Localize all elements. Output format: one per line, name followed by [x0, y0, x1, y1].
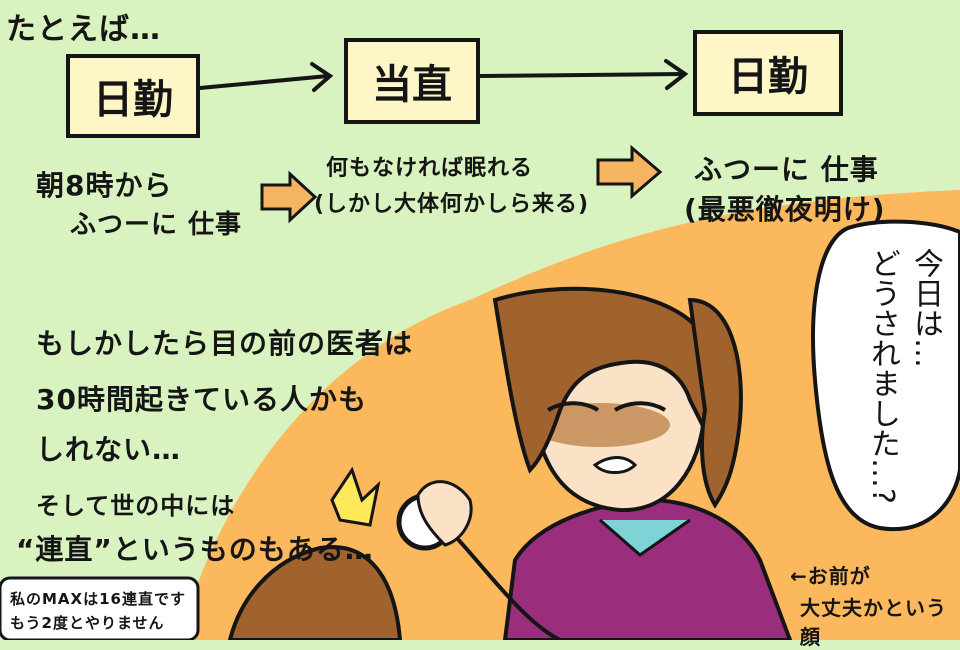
- ponytail: [687, 297, 743, 509]
- note-line1: 私のMAXは16連直です: [10, 590, 186, 608]
- dark-circles: [530, 403, 670, 447]
- bottom-line1: そして世の中には: [36, 492, 236, 520]
- arrow-2: [478, 59, 689, 90]
- side-note-line2: 大丈夫かという顔: [800, 596, 947, 649]
- right-eye: [613, 401, 667, 412]
- speech-col-1: 今日は…: [908, 248, 943, 368]
- doctor-collar: [599, 518, 691, 557]
- patient-hair: [227, 544, 403, 640]
- schedule-box-night-duty: 当直: [344, 38, 480, 124]
- middle-line1: もしかしたら目の前の医者は: [36, 327, 414, 360]
- doctor-hand: [416, 480, 473, 547]
- schedule-box-day-shift-2: 日勤: [693, 30, 843, 116]
- left-eye: [546, 401, 600, 412]
- side-note-line1: ←お前が: [790, 564, 871, 588]
- intro-text: たとえば…: [6, 12, 161, 47]
- schedule-box-day-shift-1: 日勤: [66, 54, 200, 138]
- block-arrow-2: [596, 144, 663, 200]
- doctor-hair: [492, 286, 713, 474]
- surprise-mark: [330, 466, 381, 527]
- bottom-line2: “連直”というものもある…: [16, 533, 374, 566]
- desc1-line1: 朝8時から: [36, 169, 173, 202]
- middle-line2: 30時間起きている人かも: [36, 383, 367, 416]
- middle-line3: しれない…: [36, 433, 182, 466]
- desc3-line1: ふつーに 仕事: [694, 153, 879, 186]
- note-line2: もう2度とやりません: [10, 614, 165, 632]
- speech-col-2: どうされました…?: [865, 248, 900, 504]
- mouth: [592, 456, 638, 474]
- note-box: [0, 576, 200, 640]
- desc2-line2: (しかし大体何かしら来る): [314, 192, 590, 217]
- speech-bubble: [811, 219, 960, 532]
- desc2-line1: 何もなければ眠れる: [326, 156, 534, 181]
- block-arrow-1: [260, 170, 318, 224]
- desc3-line2: (最悪徹夜明け): [684, 193, 886, 226]
- arrow-1: [198, 62, 334, 92]
- desc1-line2: ふつーに 仕事: [70, 210, 243, 240]
